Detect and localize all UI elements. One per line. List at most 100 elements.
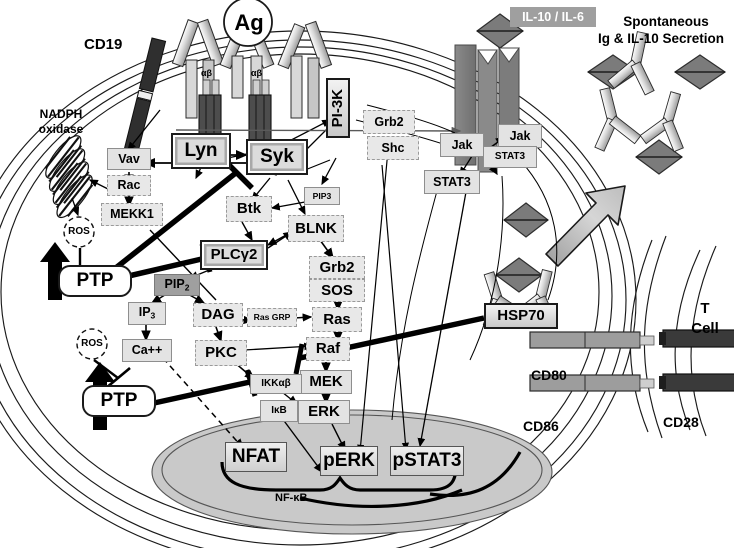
node-erk-label: ERK xyxy=(308,403,340,421)
node-ptp-lower-label: PTP xyxy=(100,390,138,412)
node-rac[interactable]: Rac xyxy=(107,175,151,196)
node-sos[interactable]: SOS xyxy=(309,279,365,302)
node-plcg2-label: PLCγ2 xyxy=(210,246,258,264)
antigen-circle xyxy=(223,0,273,47)
node-jak-left-label: Jak xyxy=(451,137,473,152)
node-rac-label: Rac xyxy=(117,178,141,193)
node-ros-lower: ROS xyxy=(76,335,108,353)
node-mek-label: MEK xyxy=(309,373,343,391)
node-ip3[interactable]: IP3 xyxy=(128,302,166,325)
node-ras[interactable]: Ras xyxy=(312,307,362,332)
node-blnk-label: BLNK xyxy=(295,219,337,237)
node-pi3k-label: PI-3K xyxy=(329,88,347,128)
node-mek[interactable]: MEK xyxy=(300,370,352,394)
node-jak-left[interactable]: Jak xyxy=(440,133,484,157)
node-pstat3-label: pSTAT3 xyxy=(392,450,462,472)
node-ros-lower-label: ROS xyxy=(81,337,103,349)
node-vav[interactable]: Vav xyxy=(107,148,151,170)
node-ikb[interactable]: IκB xyxy=(260,400,298,422)
node-jak-right[interactable]: Jak xyxy=(498,124,542,148)
ros-circle-lower xyxy=(76,328,108,360)
cd80-label: CD80 xyxy=(531,367,567,383)
node-dag[interactable]: DAG xyxy=(193,303,243,327)
node-ip3-label: IP3 xyxy=(138,305,156,321)
nadph-oxidase-label-line1: NADPH xyxy=(39,107,83,121)
cd19-receptor xyxy=(123,37,167,155)
node-lyn[interactable]: Lyn xyxy=(171,133,231,169)
node-nfat-label: NFAT xyxy=(231,446,281,468)
node-nfat[interactable]: NFAT xyxy=(225,442,287,472)
nfkb-label: NF-κB xyxy=(275,492,308,504)
node-ras-grp[interactable]: Ras GRP xyxy=(247,308,297,327)
ig-alpha-beta-label-left: αβ xyxy=(201,68,213,78)
node-shc[interactable]: Shc xyxy=(367,136,419,160)
cd86-label: CD86 xyxy=(523,418,559,434)
ig-alpha-beta-label-right: αβ xyxy=(251,68,263,78)
node-stat3-upper-label: STAT3 xyxy=(494,150,526,162)
node-shc-label: Shc xyxy=(381,140,405,155)
node-dag-label: DAG xyxy=(201,306,235,324)
node-hsp70-label: HSP70 xyxy=(497,307,545,325)
node-ras-grp-label: Ras GRP xyxy=(253,312,291,323)
node-syk-label: Syk xyxy=(260,146,294,168)
node-stat3-lower-label: STAT3 xyxy=(433,174,471,189)
node-stat3-lower[interactable]: STAT3 xyxy=(424,170,480,194)
cd19-label: CD19 xyxy=(84,36,123,53)
node-grb2-mid-label: Grb2 xyxy=(319,258,355,276)
node-syk[interactable]: Syk xyxy=(246,139,308,175)
node-ca[interactable]: Ca++ xyxy=(122,339,172,362)
node-stat3-upper[interactable]: STAT3 xyxy=(483,146,537,168)
node-ikk[interactable]: IKKαβ xyxy=(250,374,302,394)
il-cytokine-tag-label: IL-10 / IL-6 xyxy=(522,9,584,24)
node-btk[interactable]: Btk xyxy=(226,196,272,222)
node-raf[interactable]: Raf xyxy=(306,337,350,361)
node-sos-label: SOS xyxy=(321,281,353,299)
node-mekk1[interactable]: MEKK1 xyxy=(101,203,163,226)
secretion-label-line2: Ig & IL-10 Secretion xyxy=(597,31,725,46)
node-pip2-label: PIP2 xyxy=(164,276,190,293)
node-hsp70[interactable]: HSP70 xyxy=(484,303,558,329)
cd28-label: CD28 xyxy=(663,414,699,430)
node-ptp-upper-label: PTP xyxy=(76,270,114,292)
tcell-label-line1: T xyxy=(700,300,710,317)
node-mekk1-label: MEKK1 xyxy=(110,207,154,222)
ros-circle-upper xyxy=(63,216,95,248)
nadph-oxidase-label-line2: oxidase xyxy=(38,122,84,136)
node-pkc[interactable]: PKC xyxy=(195,340,247,366)
secretion-arrow xyxy=(545,185,626,267)
il-cytokine-tag: IL-10 / IL-6 xyxy=(510,7,596,27)
node-jak-right-label: Jak xyxy=(509,128,531,143)
node-ros-upper: ROS xyxy=(63,223,95,241)
node-pstat3[interactable]: pSTAT3 xyxy=(390,446,464,476)
node-perk[interactable]: pERK xyxy=(320,446,378,476)
antigen-label: Ag xyxy=(234,10,264,35)
node-ptp-lower[interactable]: PTP xyxy=(82,385,156,417)
node-ikk-label: IKKαβ xyxy=(261,377,291,389)
node-plcg2[interactable]: PLCγ2 xyxy=(200,240,268,270)
node-ca-label: Ca++ xyxy=(131,343,163,358)
node-btk-label: Btk xyxy=(236,200,262,218)
node-grb2-top-label: Grb2 xyxy=(374,114,404,129)
node-pi3k[interactable]: PI-3K xyxy=(326,78,350,138)
node-pip2[interactable]: PIP2 xyxy=(154,274,200,296)
node-ros-upper-label: ROS xyxy=(68,225,90,237)
node-pip3-label: PIP3 xyxy=(312,190,332,201)
node-grb2-top[interactable]: Grb2 xyxy=(363,110,415,134)
node-ikb-label: IκB xyxy=(271,404,287,416)
tcell-label-line2: Cell xyxy=(691,320,719,337)
nadph-oxidase-complex xyxy=(44,135,94,219)
node-grb2-mid[interactable]: Grb2 xyxy=(309,256,365,279)
cytokine-diamonds-free xyxy=(494,54,727,293)
node-vav-label: Vav xyxy=(118,151,140,166)
secretion-label-line1: Spontaneous xyxy=(623,14,709,29)
node-pip3[interactable]: PIP3 xyxy=(304,187,340,205)
node-pkc-label: PKC xyxy=(205,344,237,362)
node-ras-label: Ras xyxy=(323,310,351,328)
node-blnk[interactable]: BLNK xyxy=(288,215,344,242)
node-erk[interactable]: ERK xyxy=(298,400,350,424)
node-ptp-upper[interactable]: PTP xyxy=(58,265,132,297)
node-raf-label: Raf xyxy=(315,340,341,358)
node-perk-label: pERK xyxy=(323,450,375,472)
cd86-trafficking-curve xyxy=(299,451,522,508)
